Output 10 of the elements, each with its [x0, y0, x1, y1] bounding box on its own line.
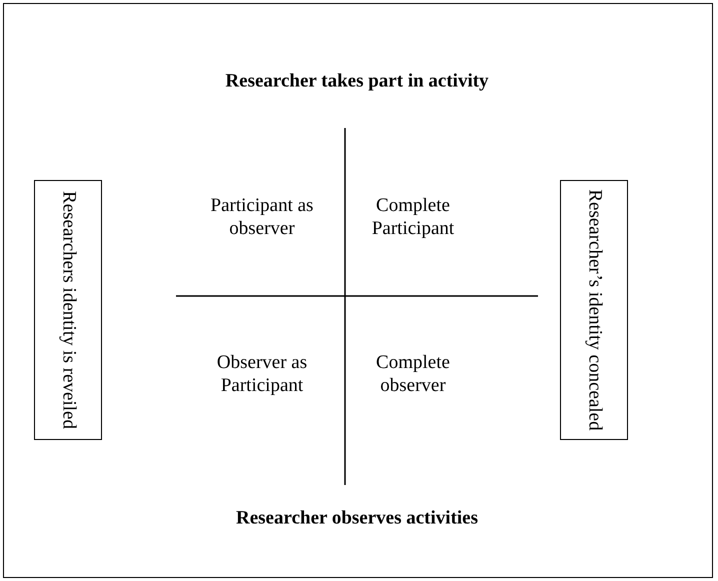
axis-title: Researcher takes part in activity — [224, 70, 490, 94]
box-label: Researcher’s identity concealed — [583, 188, 606, 433]
quadrant-label: Participant as observer — [210, 195, 314, 241]
quadrant-label: Complete Participant — [370, 195, 456, 241]
box-label: Researchers identity is reveiled — [57, 190, 80, 431]
identity-box — [560, 180, 628, 440]
identity-box — [34, 180, 102, 440]
axis-title: Researcher observes activities — [235, 508, 479, 530]
quadrant-label: Observer as Participant — [216, 352, 308, 398]
quadrant-label: Complete observer — [375, 352, 451, 398]
